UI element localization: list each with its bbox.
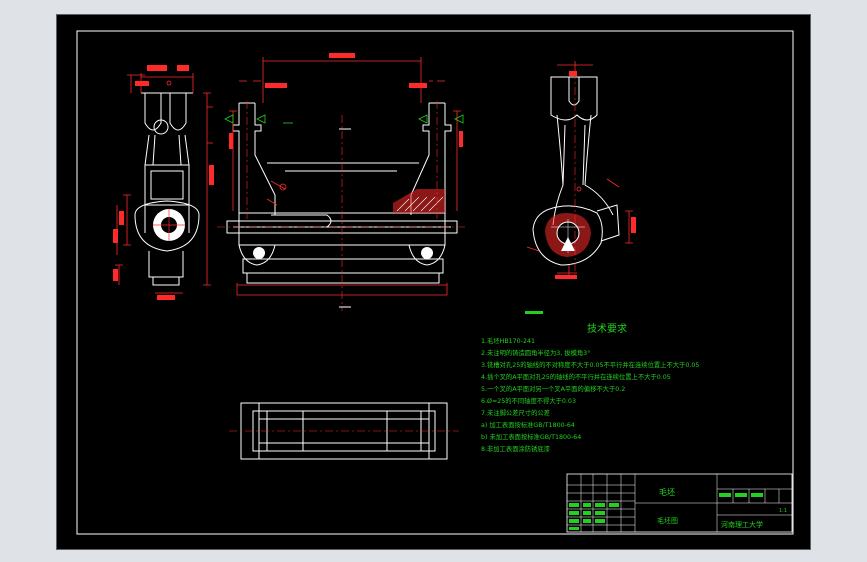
title-block: 毛坯 毛坯图 1:1 河南理工大学 bbox=[566, 473, 793, 533]
tech-line-1: 1.毛坯HB170-241 bbox=[481, 336, 535, 345]
left-view-dim-text bbox=[113, 65, 214, 300]
front-view bbox=[226, 102, 458, 284]
left-view-dimensions bbox=[115, 73, 213, 294]
school-name: 河南理工大学 bbox=[721, 520, 763, 529]
tech-line-2: 2.未注明的铸造圆角半径为3, 拔模角3° bbox=[481, 348, 590, 357]
front-view-centerlines bbox=[217, 101, 467, 311]
inner-border bbox=[76, 30, 794, 535]
tech-line-7: 7.未注脚公差尺寸的公差 bbox=[481, 408, 550, 417]
front-view-annotations bbox=[224, 114, 464, 124]
cad-drawing: 技术要求 1.毛坯HB170-241 2.未注明的铸造圆角半径为3, 拔模角3°… bbox=[76, 30, 794, 535]
left-side-view bbox=[134, 92, 200, 286]
front-view-dim-text bbox=[229, 53, 463, 149]
front-view-hatch bbox=[253, 189, 445, 259]
tech-heading: 技术要求 bbox=[587, 322, 627, 335]
right-view-section bbox=[545, 213, 591, 257]
tech-line-4: 4.插个叉的A平面对孔25的轴线的不平行并在连续位置上不大于0.05 bbox=[481, 372, 671, 381]
tech-line-3: 3.铣槽对孔25的轴线的不对称度不大于0.05不平行并在连续位置上不大于0.05 bbox=[481, 360, 699, 369]
tech-line-5: 5.一个叉的A平面对另一个叉A平面的偏移不大于0.2 bbox=[481, 384, 625, 393]
left-view-section bbox=[153, 209, 185, 241]
technical-requirements: 技术要求 1.毛坯HB170-241 2.未注明的铸造圆角半径为3, 拔模角3°… bbox=[481, 311, 699, 453]
drawing-name: 毛坯图 bbox=[657, 516, 678, 525]
scale: 1:1 bbox=[779, 508, 787, 514]
part-name: 毛坯 bbox=[659, 487, 675, 497]
right-view-dim-text bbox=[555, 71, 636, 279]
front-view-cutmarks bbox=[339, 128, 351, 308]
tech-line-9: b) 未加工表面按标准GB/T1800-64 bbox=[481, 432, 581, 441]
right-view bbox=[532, 76, 620, 266]
drawing-sheet: 技术要求 1.毛坯HB170-241 2.未注明的铸造圆角半径为3, 拔模角3°… bbox=[56, 14, 811, 550]
tech-line-10: 8.非加工表面涂防锈底漆 bbox=[481, 444, 551, 453]
tech-line-8: a) 加工表面按标准GB/T1800-64 bbox=[481, 420, 575, 429]
tech-line-6: 6.Ø=25的不同轴度不得大于0.03 bbox=[481, 396, 576, 405]
